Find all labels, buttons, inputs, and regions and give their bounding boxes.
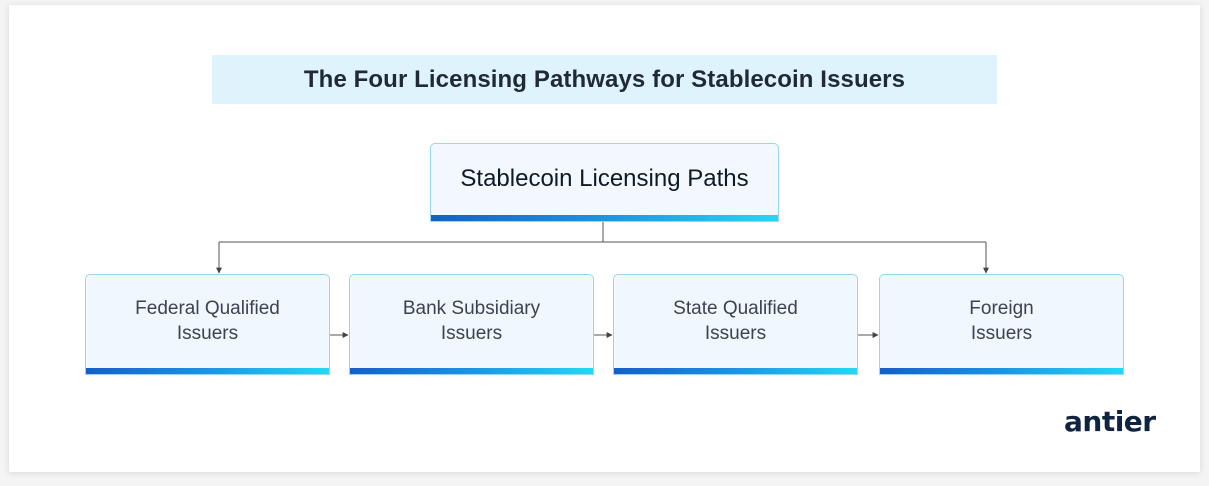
node-label-line2: Issuers [440,322,503,344]
node-label-line2: Issuers [704,322,767,344]
node-label-line1: Federal Qualified [135,297,280,319]
node-label-line1: Bank Subsidiary [402,297,541,319]
node-label-line1: Foreign [969,297,1034,319]
node-label-line1: State Qualified [673,297,798,319]
node-label-line2: Issuers [970,322,1033,344]
node-federal-qualified-issuers: Federal Qualified Issuers [85,274,330,375]
node-label: Bank Subsidiary Issuers [403,296,540,346]
node-state-qualified-issuers: State Qualified Issuers [613,274,858,375]
node-label: State Qualified Issuers [673,296,798,346]
node-foreign-issuers: Foreign Issuers [879,274,1124,375]
node-label-line2: Issuers [176,322,239,344]
root-node: Stablecoin Licensing Paths [430,143,779,222]
title-banner: The Four Licensing Pathways for Stableco… [212,55,997,104]
root-node-label: Stablecoin Licensing Paths [460,164,749,192]
antier-logo: antier [1064,405,1156,438]
diagram-title: The Four Licensing Pathways for Stableco… [303,65,906,93]
node-label: Federal Qualified Issuers [135,296,280,346]
node-bank-subsidiary-issuers: Bank Subsidiary Issuers [349,274,594,375]
node-label: Foreign Issuers [969,296,1033,346]
